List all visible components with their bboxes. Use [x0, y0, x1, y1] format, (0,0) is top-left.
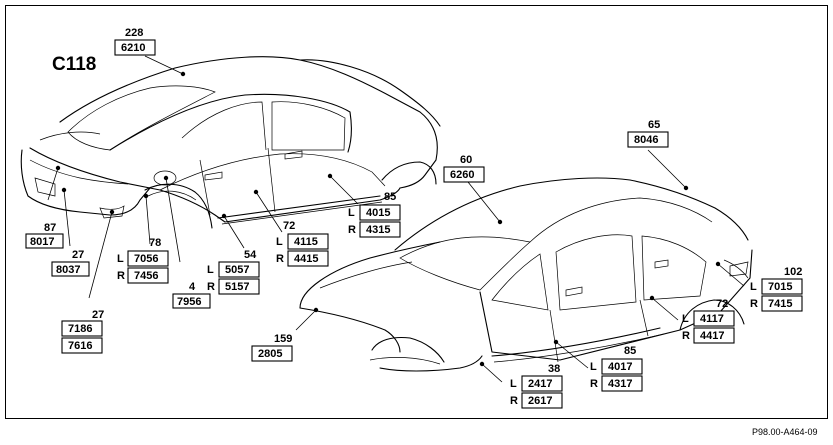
callout-87: 87 8017	[25, 222, 64, 249]
svg-text:L: L	[682, 313, 689, 325]
svg-text:8037: 8037	[56, 264, 80, 276]
svg-text:6210: 6210	[121, 42, 145, 54]
svg-text:4315: 4315	[366, 224, 390, 236]
svg-text:L: L	[276, 236, 283, 248]
callout-27-upper: 27 8037	[51, 249, 90, 277]
svg-text:L: L	[207, 264, 214, 276]
callout-72-front: 72 L 4117 R 4417	[682, 298, 735, 344]
svg-text:7015: 7015	[768, 281, 792, 293]
svg-text:159: 159	[274, 333, 292, 345]
svg-text:4017: 4017	[608, 361, 632, 373]
callout-159: 159 2805	[251, 333, 293, 362]
callout-65: 65 8046	[627, 119, 669, 148]
svg-text:4: 4	[189, 281, 196, 293]
svg-text:L: L	[117, 253, 124, 265]
callout-27-lower: 27 7186 7616	[61, 309, 104, 354]
leader-lines	[47, 55, 745, 383]
svg-text:2805: 2805	[258, 348, 282, 360]
svg-text:R: R	[348, 224, 356, 236]
car-rear-view	[20, 56, 441, 229]
svg-text:R: R	[117, 270, 125, 282]
svg-text:L: L	[750, 281, 757, 293]
svg-text:7186: 7186	[68, 323, 92, 335]
svg-text:R: R	[590, 378, 598, 390]
svg-text:228: 228	[125, 27, 143, 39]
svg-text:27: 27	[72, 249, 84, 261]
svg-text:R: R	[276, 253, 284, 265]
svg-text:R: R	[682, 330, 690, 342]
callout-72-rear: 72 L 4115 R 4415	[276, 220, 329, 267]
svg-text:7056: 7056	[134, 253, 158, 265]
callout-102: 102 L 7015 R 7415	[750, 266, 803, 312]
svg-text:6260: 6260	[450, 169, 474, 181]
svg-text:2617: 2617	[528, 395, 552, 407]
svg-text:5057: 5057	[225, 264, 249, 276]
car-front-view	[299, 177, 753, 372]
svg-text:L: L	[348, 207, 355, 219]
callout-78: 78 L 7056 R 7456	[117, 237, 169, 284]
svg-text:102: 102	[784, 266, 802, 278]
svg-text:4415: 4415	[294, 253, 318, 265]
callout-85-rear: 85 L 4015 R 4315	[348, 191, 401, 238]
callout-38: 38 L 2417 R 2617	[510, 363, 563, 409]
svg-text:5157: 5157	[225, 281, 249, 293]
svg-text:27: 27	[92, 309, 104, 321]
callout-54: 54 L 5057 R 5157	[207, 249, 260, 295]
svg-text:65: 65	[648, 119, 660, 131]
svg-text:R: R	[750, 298, 758, 310]
model-title: C118	[52, 54, 96, 75]
svg-text:8046: 8046	[634, 134, 658, 146]
svg-text:7415: 7415	[768, 298, 792, 310]
svg-text:R: R	[510, 395, 518, 407]
callout-60: 60 6260	[443, 154, 485, 183]
svg-text:4317: 4317	[608, 378, 632, 390]
svg-text:78: 78	[149, 237, 161, 249]
callout-4: 4 7956	[172, 281, 211, 309]
svg-text:L: L	[510, 378, 517, 390]
svg-text:38: 38	[548, 363, 560, 375]
svg-text:72: 72	[716, 298, 728, 310]
svg-text:4015: 4015	[366, 207, 390, 219]
svg-text:R: R	[207, 281, 215, 293]
svg-text:85: 85	[624, 345, 636, 357]
svg-text:54: 54	[244, 249, 257, 261]
callout-228: 228 6210	[114, 27, 156, 56]
svg-text:7456: 7456	[134, 270, 158, 282]
svg-text:4117: 4117	[700, 313, 724, 325]
svg-text:4417: 4417	[700, 330, 724, 342]
svg-text:7616: 7616	[68, 340, 92, 352]
svg-text:8017: 8017	[30, 236, 54, 248]
svg-text:L: L	[590, 361, 597, 373]
diagram-border	[5, 5, 828, 419]
svg-text:85: 85	[384, 191, 396, 203]
svg-text:60: 60	[460, 154, 472, 166]
callout-85-front: 85 L 4017 R 4317	[590, 345, 643, 392]
svg-text:4115: 4115	[294, 236, 318, 248]
svg-text:72: 72	[283, 220, 295, 232]
svg-text:7956: 7956	[177, 296, 201, 308]
svg-text:87: 87	[44, 222, 56, 234]
svg-text:2417: 2417	[528, 378, 552, 390]
figure-reference: P98.00-A464-09	[752, 427, 818, 437]
